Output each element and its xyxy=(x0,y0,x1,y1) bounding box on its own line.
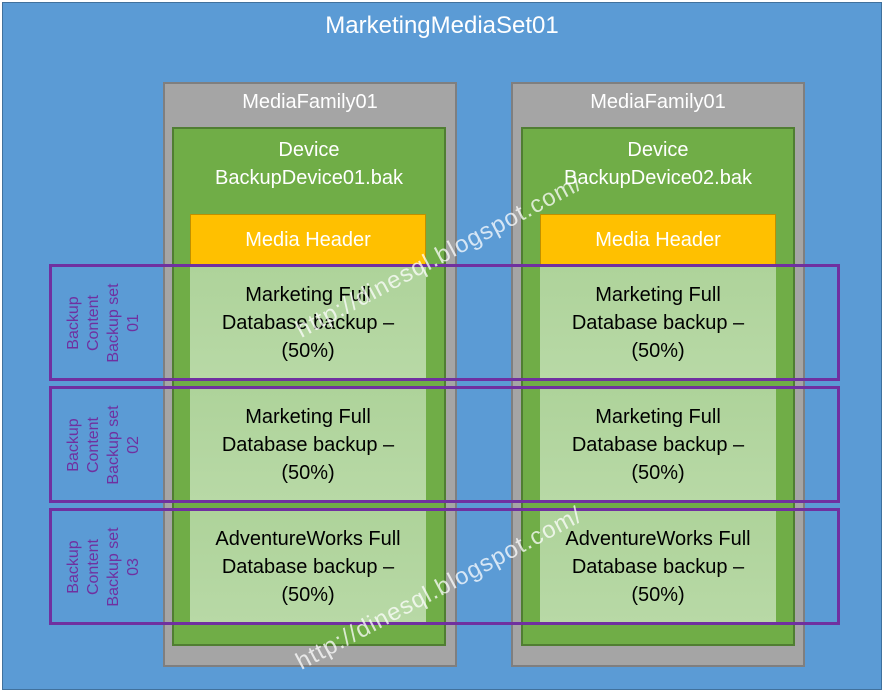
media-set-title: MarketingMediaSet01 xyxy=(325,12,559,39)
bset-line: Backup xyxy=(65,540,82,594)
media-header-2: Media Header xyxy=(540,214,776,266)
content-line: Database backup – xyxy=(221,556,395,578)
device-1-label-line2: BackupDevice01.bak xyxy=(215,167,403,189)
bset-line: Backup set xyxy=(105,405,122,485)
content-line: Marketing Full xyxy=(245,406,371,428)
bset-line: Backup xyxy=(65,296,82,350)
content-line: (50%) xyxy=(631,584,685,606)
content-line: (50%) xyxy=(281,584,335,606)
content-line: (50%) xyxy=(631,340,685,362)
content-line: Marketing Full xyxy=(245,284,371,306)
device-2-label: Device BackupDevice02.bak xyxy=(521,136,795,192)
content-line: Database backup – xyxy=(221,434,395,456)
device-2-label-line2: BackupDevice02.bak xyxy=(564,167,752,189)
content-line: Marketing Full xyxy=(595,284,721,306)
media-family-1-title: MediaFamily01 xyxy=(242,91,378,113)
device-1-label: Device BackupDevice01.bak xyxy=(172,136,446,192)
content-line: (50%) xyxy=(631,462,685,484)
content-line: AdventureWorks Full xyxy=(215,528,401,550)
backup-set-3 xyxy=(49,508,840,625)
bset-line: Content xyxy=(85,294,102,352)
content-line: Database backup – xyxy=(221,312,395,334)
bset-line: Backup set xyxy=(105,527,122,607)
device-1-label-line1: Device xyxy=(278,139,340,161)
media-family-2-title: MediaFamily01 xyxy=(590,91,726,113)
bset-line: 02 xyxy=(125,436,142,454)
content-line: Marketing Full xyxy=(595,406,721,428)
content-line: (50%) xyxy=(281,340,335,362)
content-line: Database backup – xyxy=(571,312,745,334)
bset-line: 01 xyxy=(125,314,142,332)
content-line: (50%) xyxy=(281,462,335,484)
bset-line: Content xyxy=(85,416,102,474)
bset-line: Content xyxy=(85,538,102,596)
bset-line: Backup xyxy=(65,418,82,472)
bset-line: 03 xyxy=(125,558,142,576)
content-line: Database backup – xyxy=(571,434,745,456)
content-line: AdventureWorks Full xyxy=(565,528,751,550)
device-2-label-line1: Device xyxy=(627,139,689,161)
backup-set-1 xyxy=(49,264,840,381)
bset-line: Backup set xyxy=(105,283,122,363)
content-line: Database backup – xyxy=(571,556,745,578)
media-header-1: Media Header xyxy=(190,214,426,266)
backup-set-2 xyxy=(49,386,840,503)
